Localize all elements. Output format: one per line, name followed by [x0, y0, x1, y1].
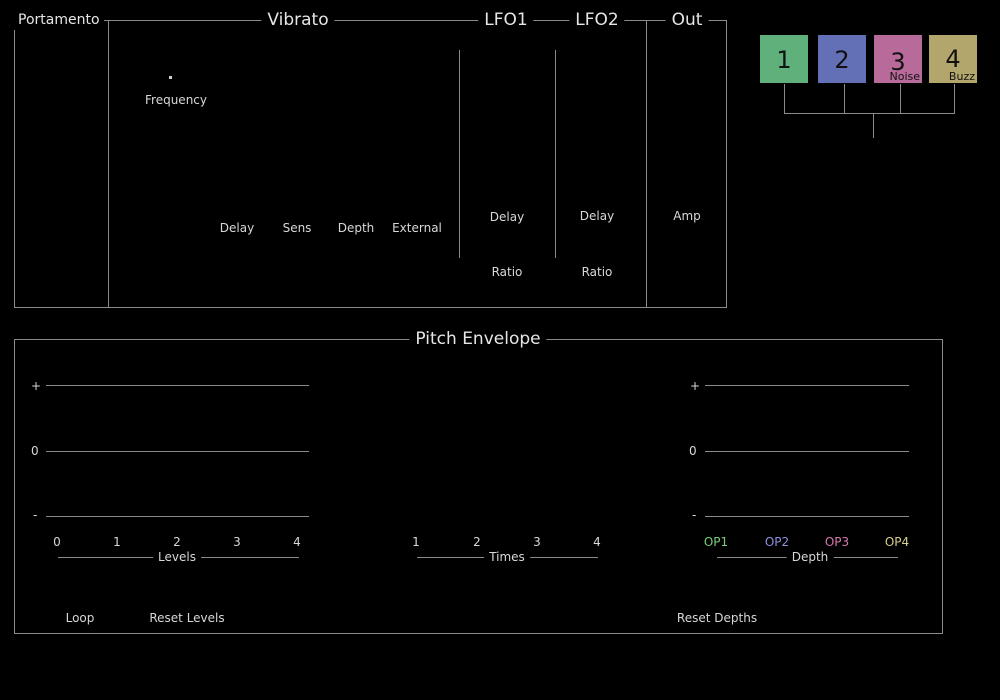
operator-2-number: 2 — [834, 46, 850, 74]
portamento-divider — [108, 20, 109, 308]
operator-4-button[interactable]: 4 Buzz — [928, 34, 978, 84]
route-line-op4 — [954, 84, 955, 113]
operator-3-button[interactable]: 3 Noise — [873, 34, 923, 84]
pitch-envelope-title: Pitch Envelope — [409, 329, 547, 349]
level-0-control[interactable]: 0 — [53, 535, 61, 549]
route-line-op3 — [900, 84, 901, 113]
depth-minus-line[interactable] — [705, 516, 909, 517]
route-line-op2 — [844, 84, 845, 113]
vibrato-depth-control[interactable]: Depth — [337, 221, 375, 235]
out-amp-control[interactable]: Amp — [673, 209, 701, 223]
operator-3-sub: Noise — [889, 70, 920, 83]
lfo2-delay-control[interactable]: Delay — [579, 209, 615, 223]
depth-op2-control[interactable]: OP2 — [764, 535, 790, 549]
depth-zero-label: 0 — [689, 444, 697, 458]
time-4-control[interactable]: 4 — [593, 535, 601, 549]
depth-zero-line[interactable] — [705, 451, 909, 452]
loop-button[interactable]: Loop — [65, 611, 95, 625]
lfo2-title: LFO2 — [569, 10, 625, 30]
route-output — [873, 113, 874, 138]
operator-4-sub: Buzz — [948, 70, 975, 83]
operator-3-number: 3 — [890, 48, 906, 76]
levels-plus-line[interactable] — [46, 385, 309, 386]
levels-minus-line[interactable] — [46, 516, 309, 517]
operator-2-button[interactable]: 2 — [817, 34, 867, 84]
levels-caption: Levels — [153, 550, 201, 564]
levels-zero-label: 0 — [31, 444, 39, 458]
time-2-control[interactable]: 2 — [473, 535, 481, 549]
time-3-control[interactable]: 3 — [533, 535, 541, 549]
frequency-label: Frequency — [145, 93, 207, 107]
lfo1-divider — [459, 50, 460, 258]
levels-zero-line[interactable] — [46, 451, 309, 452]
depth-caption: Depth — [786, 550, 834, 564]
out-divider — [646, 20, 647, 308]
operator-4-number: 4 — [945, 45, 961, 73]
time-1-control[interactable]: 1 — [412, 535, 420, 549]
levels-plus-label: + — [31, 379, 42, 393]
operator-1-number: 1 — [776, 46, 792, 74]
level-4-control[interactable]: 4 — [293, 535, 301, 549]
levels-minus-label: - — [33, 508, 38, 522]
level-3-control[interactable]: 3 — [233, 535, 241, 549]
depth-op3-control[interactable]: OP3 — [824, 535, 850, 549]
portamento-title: Portamento — [14, 10, 104, 30]
lfo2-ratio-control[interactable]: Ratio — [581, 265, 613, 279]
level-2-control[interactable]: 2 — [173, 535, 181, 549]
depth-minus-label: - — [692, 508, 697, 522]
out-title: Out — [665, 10, 709, 30]
lfo1-title: LFO1 — [478, 10, 534, 30]
reset-levels-button[interactable]: Reset Levels — [149, 611, 225, 625]
reset-depths-button[interactable]: Reset Depths — [676, 611, 758, 625]
frequency-knob[interactable] — [169, 76, 172, 79]
depth-plus-label: + — [690, 379, 701, 393]
operator-1-button[interactable]: 1 — [759, 34, 809, 84]
lfo1-ratio-control[interactable]: Ratio — [491, 265, 523, 279]
pitch-envelope-frame — [14, 339, 943, 634]
vibrato-delay-control[interactable]: Delay — [219, 221, 255, 235]
depth-op1-control[interactable]: OP1 — [703, 535, 729, 549]
vibrato-sens-control[interactable]: Sens — [282, 221, 312, 235]
vibrato-external-control[interactable]: External — [392, 221, 442, 235]
depth-op4-control[interactable]: OP4 — [884, 535, 910, 549]
vibrato-title: Vibrato — [261, 10, 335, 30]
lfo2-divider — [555, 50, 556, 258]
route-line-op1 — [784, 84, 785, 113]
depth-plus-line[interactable] — [705, 385, 909, 386]
top-panel-frame — [14, 20, 727, 308]
level-1-control[interactable]: 1 — [113, 535, 121, 549]
route-bus — [784, 113, 955, 114]
lfo1-delay-control[interactable]: Delay — [489, 210, 525, 224]
times-caption: Times — [484, 550, 530, 564]
